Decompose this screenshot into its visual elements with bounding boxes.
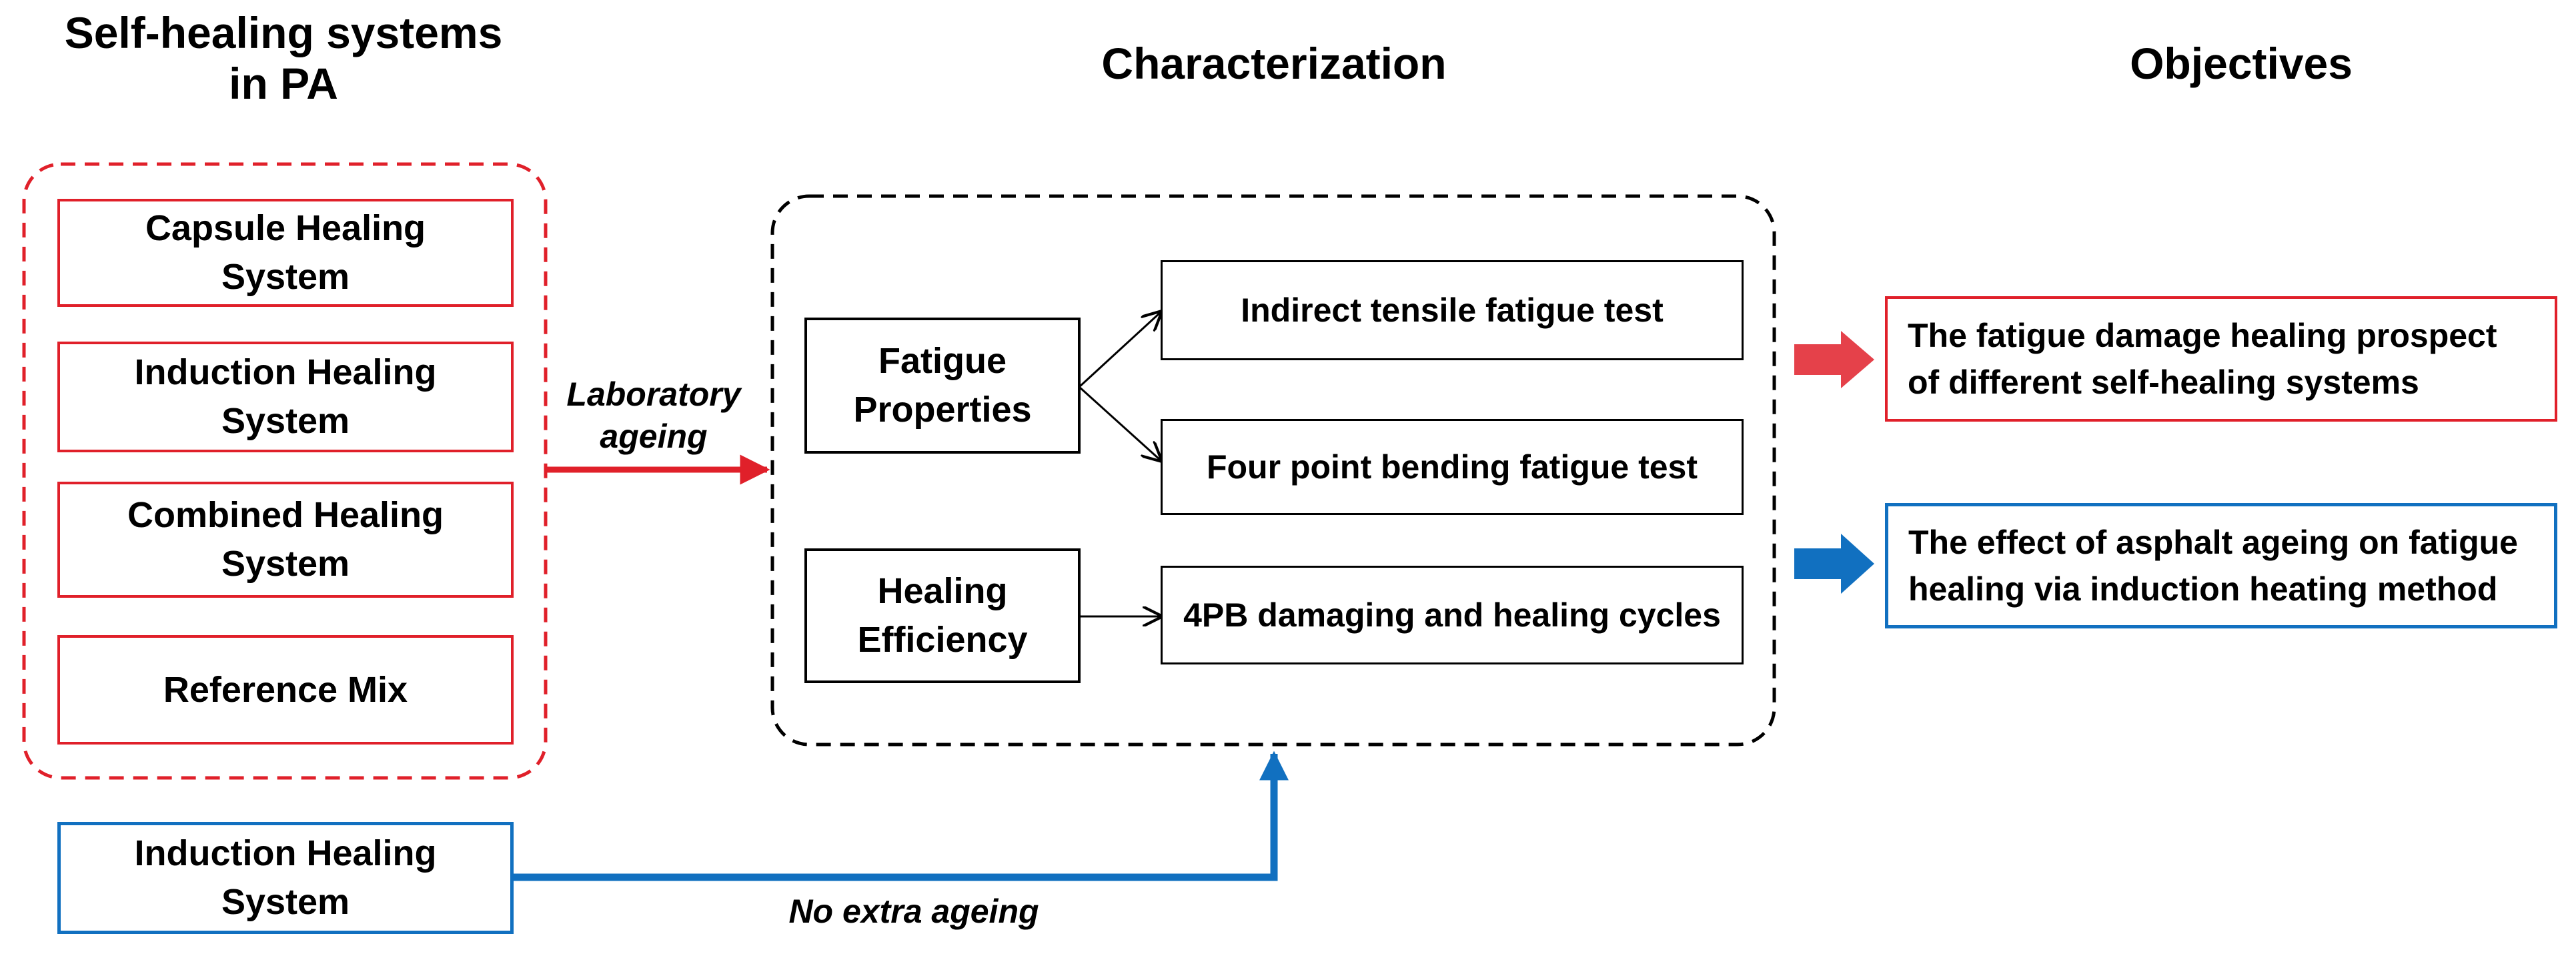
objective-red: The fatigue damage healing prospect of d… bbox=[1885, 296, 2557, 422]
red-objective-arrow bbox=[1794, 331, 1874, 388]
label-no-extra-ageing: No extra ageing bbox=[788, 893, 1039, 930]
four-point-bending-fatigue-test-box: Four point bending fatigue test bbox=[1161, 419, 1744, 515]
objective-blue: The effect of asphalt ageing on fatigue … bbox=[1885, 503, 2557, 628]
system-induction-healing-no-ageing: Induction Healing System bbox=[57, 822, 514, 934]
heading-systems: Self-healing systems in PA bbox=[64, 8, 503, 108]
fatigue-properties-box: Fatigue Properties bbox=[804, 318, 1081, 454]
heading-characterization: Characterization bbox=[1101, 39, 1447, 88]
system-combined-healing: Combined Healing System bbox=[57, 482, 514, 598]
heading-objectives: Objectives bbox=[2130, 39, 2353, 88]
no-extra-ageing-arrow bbox=[514, 751, 1289, 881]
system-capsule-healing: Capsule Healing System bbox=[57, 199, 514, 307]
arrow-fatigue-to-four-point bbox=[1078, 386, 1161, 460]
indirect-tensile-fatigue-test-box: Indirect tensile fatigue test bbox=[1161, 260, 1744, 360]
healing-efficiency-box: Healing Efficiency bbox=[804, 548, 1081, 683]
system-induction-healing: Induction Healing System bbox=[57, 342, 514, 452]
system-reference-mix: Reference Mix bbox=[57, 635, 514, 745]
arrow-fatigue-to-indirect bbox=[1078, 312, 1161, 388]
blue-objective-arrow bbox=[1794, 534, 1874, 594]
characterization-group bbox=[770, 194, 1776, 747]
damaging-healing-cycles-box: 4PB damaging and healing cycles bbox=[1161, 566, 1744, 664]
label-laboratory-ageing: Laboratory ageing bbox=[566, 376, 741, 455]
